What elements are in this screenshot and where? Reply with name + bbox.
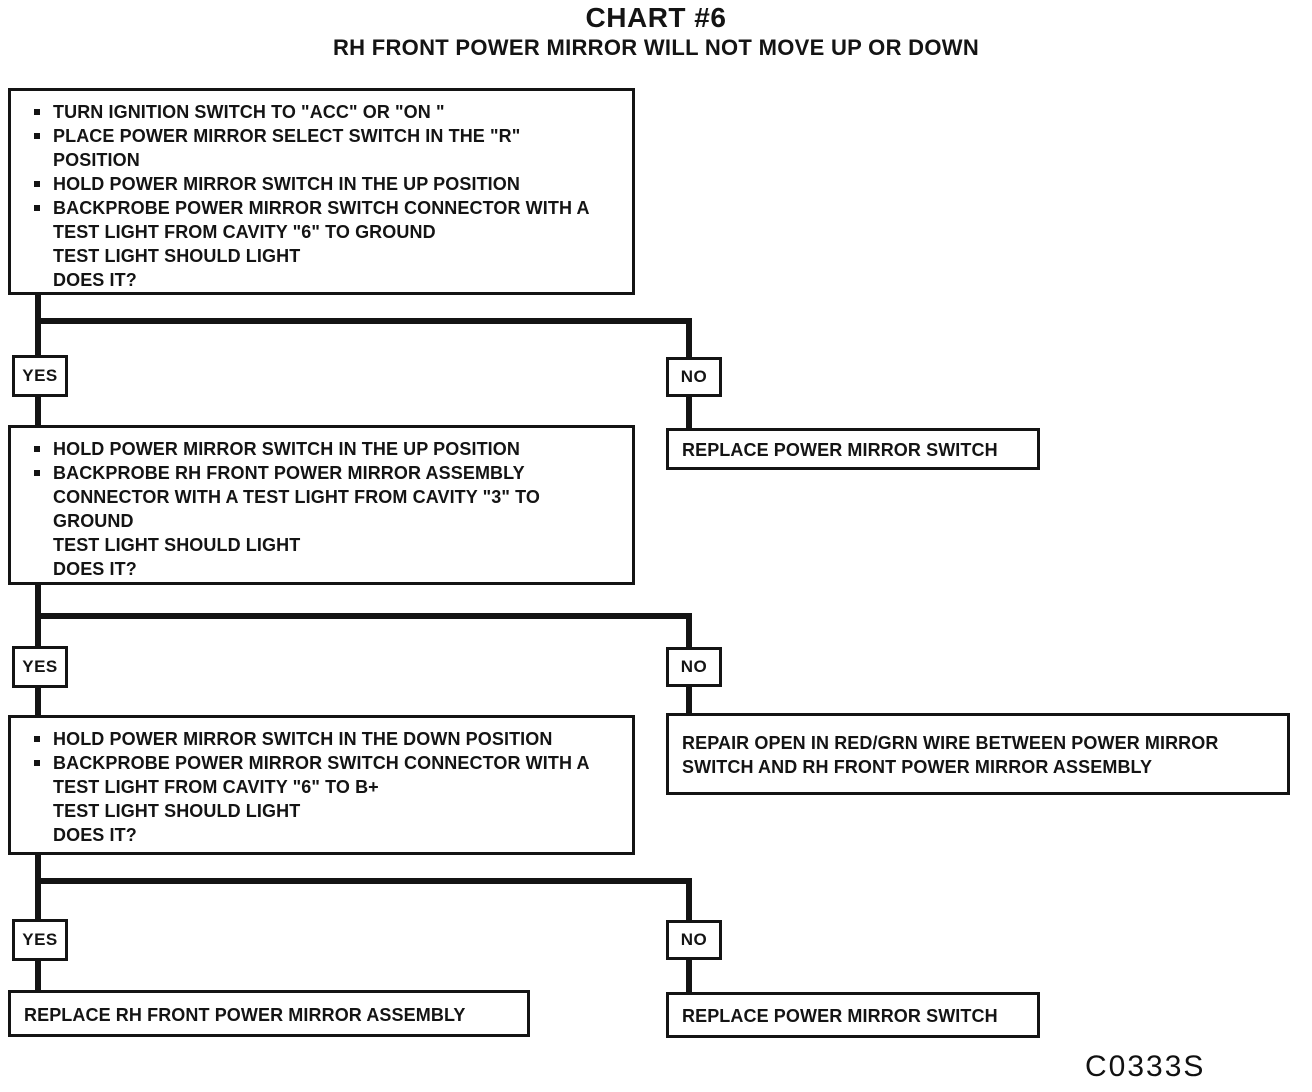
yes-label: YES bbox=[22, 657, 58, 676]
chart-subtitle: RH FRONT POWER MIRROR WILL NOT MOVE UP O… bbox=[332, 35, 980, 60]
instruction-note: TEST LIGHT SHOULD LIGHT bbox=[53, 535, 301, 555]
connector-line bbox=[686, 878, 692, 920]
connector-line bbox=[686, 397, 692, 428]
connector-line bbox=[686, 318, 692, 359]
no-label: NO bbox=[680, 930, 708, 949]
no-label: NO bbox=[680, 367, 708, 386]
action-box-replace-switch-1: REPLACE POWER MIRROR SWITCH bbox=[666, 428, 1040, 470]
instruction-line: BACKPROBE POWER MIRROR SWITCH CONNECTOR … bbox=[21, 196, 622, 244]
instruction-line: BACKPROBE RH FRONT POWER MIRROR ASSEMBLY… bbox=[21, 461, 622, 533]
connector-line bbox=[686, 687, 692, 713]
question-line: DOES IT? bbox=[53, 559, 137, 579]
action-text: REPLACE POWER MIRROR SWITCH bbox=[682, 1006, 998, 1026]
no-box-3: NO bbox=[666, 920, 722, 960]
question-line: DOES IT? bbox=[53, 270, 137, 290]
instruction-line: HOLD POWER MIRROR SWITCH IN THE DOWN POS… bbox=[21, 727, 622, 751]
connector-line bbox=[686, 960, 692, 992]
yes-label: YES bbox=[22, 930, 58, 949]
action-box-repair-wire: REPAIR OPEN IN RED/GRN WIRE BETWEEN POWE… bbox=[666, 713, 1290, 795]
instruction-note: TEST LIGHT SHOULD LIGHT bbox=[53, 246, 301, 266]
action-box-replace-switch-2: REPLACE POWER MIRROR SWITCH bbox=[666, 992, 1040, 1038]
figure-code: C0333S bbox=[1085, 1050, 1206, 1083]
decision-box-2: HOLD POWER MIRROR SWITCH IN THE UP POSIT… bbox=[8, 425, 635, 585]
yes-box-1: YES bbox=[12, 355, 68, 397]
action-text: REPLACE RH FRONT POWER MIRROR ASSEMBLY bbox=[24, 1004, 466, 1025]
instruction-line: PLACE POWER MIRROR SELECT SWITCH IN THE … bbox=[21, 124, 622, 172]
title-block: CHART #6 RH FRONT POWER MIRROR WILL NOT … bbox=[0, 2, 1312, 61]
connector-line bbox=[35, 961, 41, 990]
no-box-1: NO bbox=[666, 357, 722, 397]
instruction-line: BACKPROBE POWER MIRROR SWITCH CONNECTOR … bbox=[21, 751, 622, 799]
connector-line bbox=[35, 688, 41, 715]
connector-line bbox=[686, 613, 692, 647]
connector-line bbox=[35, 295, 41, 355]
action-text: REPLACE POWER MIRROR SWITCH bbox=[682, 440, 998, 460]
no-label: NO bbox=[680, 657, 708, 676]
instruction-line: HOLD POWER MIRROR SWITCH IN THE UP POSIT… bbox=[21, 172, 622, 196]
action-text: REPAIR OPEN IN RED/GRN WIRE BETWEEN POWE… bbox=[682, 733, 1219, 777]
action-box-replace-assembly: REPLACE RH FRONT POWER MIRROR ASSEMBLY bbox=[8, 990, 530, 1037]
connector-line bbox=[35, 318, 692, 324]
yes-box-3: YES bbox=[12, 919, 68, 961]
no-box-2: NO bbox=[666, 647, 722, 687]
instruction-line: TURN IGNITION SWITCH TO "ACC" OR "ON " bbox=[21, 100, 622, 124]
chart-title: CHART #6 bbox=[585, 2, 727, 33]
connector-line bbox=[35, 613, 692, 619]
connector-line bbox=[35, 878, 692, 884]
yes-box-2: YES bbox=[12, 646, 68, 688]
question-line: DOES IT? bbox=[53, 825, 137, 845]
yes-label: YES bbox=[22, 366, 58, 385]
decision-box-3: HOLD POWER MIRROR SWITCH IN THE DOWN POS… bbox=[8, 715, 635, 855]
decision-box-1: TURN IGNITION SWITCH TO "ACC" OR "ON " P… bbox=[8, 88, 635, 295]
instruction-line: HOLD POWER MIRROR SWITCH IN THE UP POSIT… bbox=[21, 437, 622, 461]
instruction-note: TEST LIGHT SHOULD LIGHT bbox=[53, 801, 301, 821]
connector-line bbox=[35, 397, 41, 425]
connector-line bbox=[35, 855, 41, 919]
